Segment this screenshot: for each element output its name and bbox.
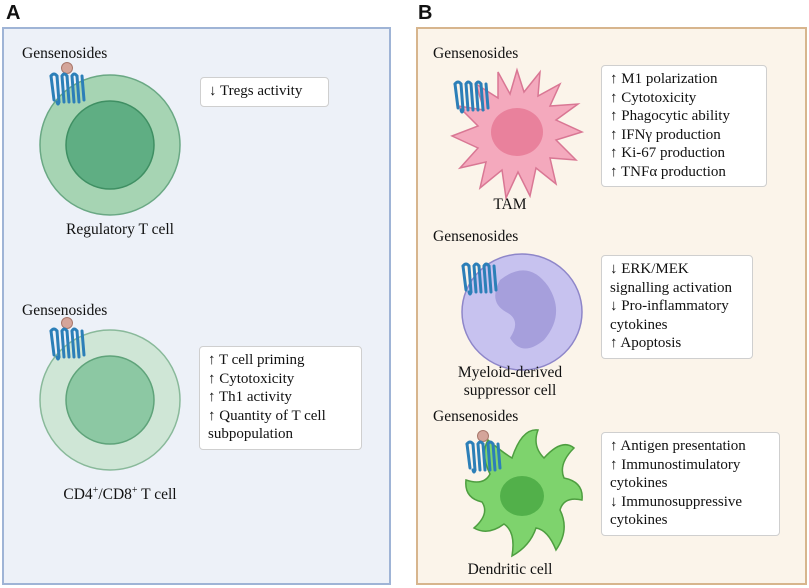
- effect-item: ↑ Ki-67 production: [610, 145, 725, 162]
- receptor-icon: [461, 262, 498, 296]
- receptor-icon: [453, 80, 490, 114]
- tam-illustration: [450, 67, 585, 201]
- effect-item: ↑ M1 polarization: [610, 71, 718, 87]
- effect-item: ↓ Pro-inflammatory: [610, 298, 729, 315]
- tcell-name-sup1: +: [92, 485, 99, 496]
- effect-item: subpopulation: [208, 426, 293, 443]
- tcell-cell-name: CD4+/CD8+ T cell: [20, 485, 220, 504]
- mdsc-nucleus: [495, 270, 557, 349]
- mdsc-cell-name: Myeloid-derived suppressor cell: [440, 364, 580, 400]
- effect-item: ↑ Immunostimulatory: [610, 456, 741, 473]
- tam-cell-name: TAM: [493, 196, 527, 213]
- ligand-icon: [61, 62, 73, 74]
- dc-nucleus: [500, 476, 544, 516]
- mdsc-name-line: suppressor cell: [463, 382, 557, 399]
- effect-item: ↓ Tregs activity: [209, 83, 303, 99]
- dc-cell-name: Dendritic cell: [467, 561, 553, 578]
- tcell-name-cd4: CD4: [63, 486, 93, 504]
- tcell-nucleus: [65, 355, 155, 445]
- dc-agent-label: Gensenosides: [433, 408, 519, 425]
- tcell-name-sup2: +: [131, 485, 138, 496]
- receptor-icon: [49, 62, 86, 106]
- tcell-name-cd8: /CD8: [98, 486, 132, 504]
- effect-item: cytokines: [610, 475, 668, 492]
- mdsc-name-line: Myeloid-derived: [457, 364, 563, 381]
- ligand-icon: [61, 317, 73, 329]
- tam-agent-label: Gensenosides: [433, 45, 519, 62]
- dc-effects-box: ↑ Antigen presentation ↑ Immunostimulato…: [601, 432, 780, 536]
- effect-item: ↑ Th1 activity: [208, 389, 292, 406]
- panel-a-letter: A: [6, 2, 21, 24]
- panel-b-letter: B: [418, 2, 433, 24]
- receptor-icon: [49, 317, 86, 361]
- tam-effects-box: ↑ M1 polarization ↑ Cytotoxicity ↑ Phago…: [601, 65, 767, 187]
- effect-item: cytokines: [610, 316, 668, 333]
- effect-item: ↑ Phagocytic ability: [610, 108, 730, 125]
- effect-item: ↓ ERK/MEK: [610, 261, 689, 277]
- mdsc-effects-box: ↓ ERK/MEK signalling activation ↓ Pro-in…: [601, 255, 753, 359]
- effect-item: cytokines: [610, 512, 668, 529]
- effect-item: ↑ Antigen presentation: [610, 438, 746, 454]
- effect-item: ↑ Cytotoxicity: [208, 370, 295, 387]
- tcell-effects-box: ↑ T cell priming ↑ Cytotoxicity ↑ Th1 ac…: [199, 346, 362, 450]
- mdsc-illustration: [461, 253, 583, 371]
- treg-effects-box: ↓ Tregs activity: [200, 77, 329, 107]
- effect-item: ↓ Immunosuppressive: [610, 493, 743, 510]
- effect-item: ↑ Apoptosis: [610, 335, 682, 352]
- tam-nucleus: [491, 108, 543, 156]
- cd4-cd8-t-cell-illustration: [39, 329, 181, 471]
- effect-item: ↑ Cytotoxicity: [610, 89, 697, 106]
- regulatory-t-cell-illustration: [39, 74, 181, 216]
- treg-cell-name: Regulatory T cell: [66, 221, 174, 238]
- ligand-icon: [477, 430, 489, 442]
- effect-item: ↑ TNFα production: [610, 163, 726, 180]
- tcell-agent-label: Gensenosides: [22, 302, 108, 319]
- effect-item: ↑ T cell priming: [208, 352, 305, 368]
- effect-item: ↑ Quantity of T cell: [208, 407, 326, 424]
- tcell-name-end: T cell: [137, 486, 177, 504]
- effect-item: ↑ IFNγ production: [610, 126, 721, 143]
- mdsc-agent-label: Gensenosides: [433, 228, 519, 245]
- treg-agent-label: Gensenosides: [22, 45, 108, 62]
- effect-item: signalling activation: [610, 279, 733, 296]
- treg-nucleus: [65, 100, 155, 190]
- receptor-icon: [465, 430, 502, 474]
